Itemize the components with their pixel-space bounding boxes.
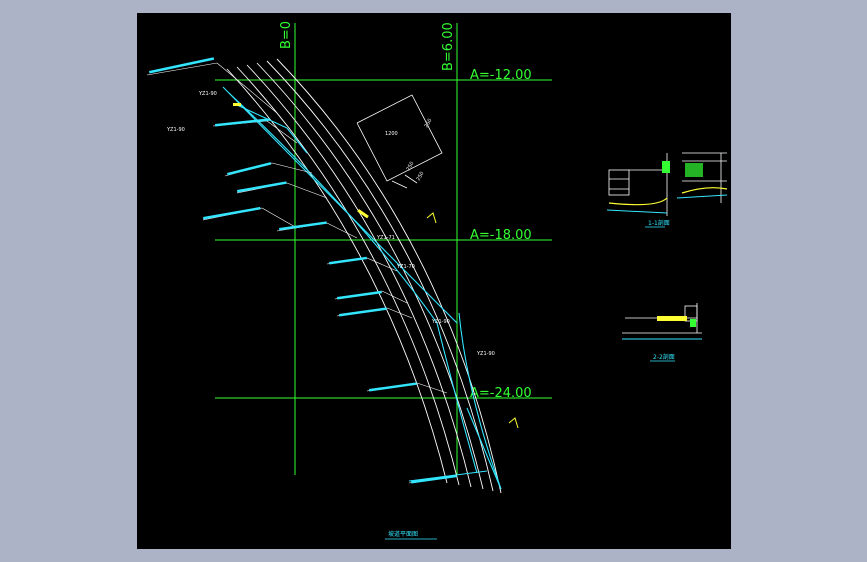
section-markers <box>426 212 519 429</box>
tag-label-3: YZ1-90 <box>476 351 495 357</box>
slope-annotations <box>149 57 457 484</box>
tag-label-6: YZ1-90 <box>431 319 450 325</box>
grid-label-a24: A=-24.00 <box>470 386 532 401</box>
detail-section-2: 2-2剖面 <box>622 303 702 362</box>
grid-label-b6: B=6.00 <box>441 22 456 71</box>
dimension-250-b: 250 <box>406 161 416 172</box>
grid-label-b0: B=0 <box>279 21 294 49</box>
tag-label-5: YZ1-70 <box>396 264 415 270</box>
leader-lines <box>146 62 458 484</box>
ramp-curves <box>226 58 502 494</box>
yellow-mark-2 <box>357 209 369 219</box>
tag-label-2: YZ1-90 <box>166 127 185 133</box>
grid-label-a12: A=-12.00 <box>470 68 532 83</box>
detail-1-title: 1-1剖面 <box>648 219 670 227</box>
tag-label-1: YZ1-90 <box>198 91 217 97</box>
ramp-plan-drawing: B=0 B=6.00 A=-12.00 A=-18.00 A=-24.00 <box>146 21 728 540</box>
dimension-callout <box>356 94 443 189</box>
tag-label-4: YZ1-71 <box>376 235 395 241</box>
grid-label-a18: A=-18.00 <box>470 228 532 243</box>
detail-2-title: 2-2剖面 <box>653 353 675 361</box>
yellow-mark-1 <box>233 103 241 106</box>
ramp-edge-lines <box>222 86 502 490</box>
main-drawing-title: 坡道平面图 <box>388 530 418 538</box>
dimension-250-c: 250 <box>416 171 426 182</box>
cad-drawing-canvas: B=0 B=6.00 A=-12.00 A=-18.00 A=-24.00 <box>137 13 731 549</box>
dimension-1200: 1200 <box>385 131 398 137</box>
detail-section-1: 1-1剖面 <box>606 152 728 228</box>
dimension-250-a: 250 <box>424 118 434 129</box>
